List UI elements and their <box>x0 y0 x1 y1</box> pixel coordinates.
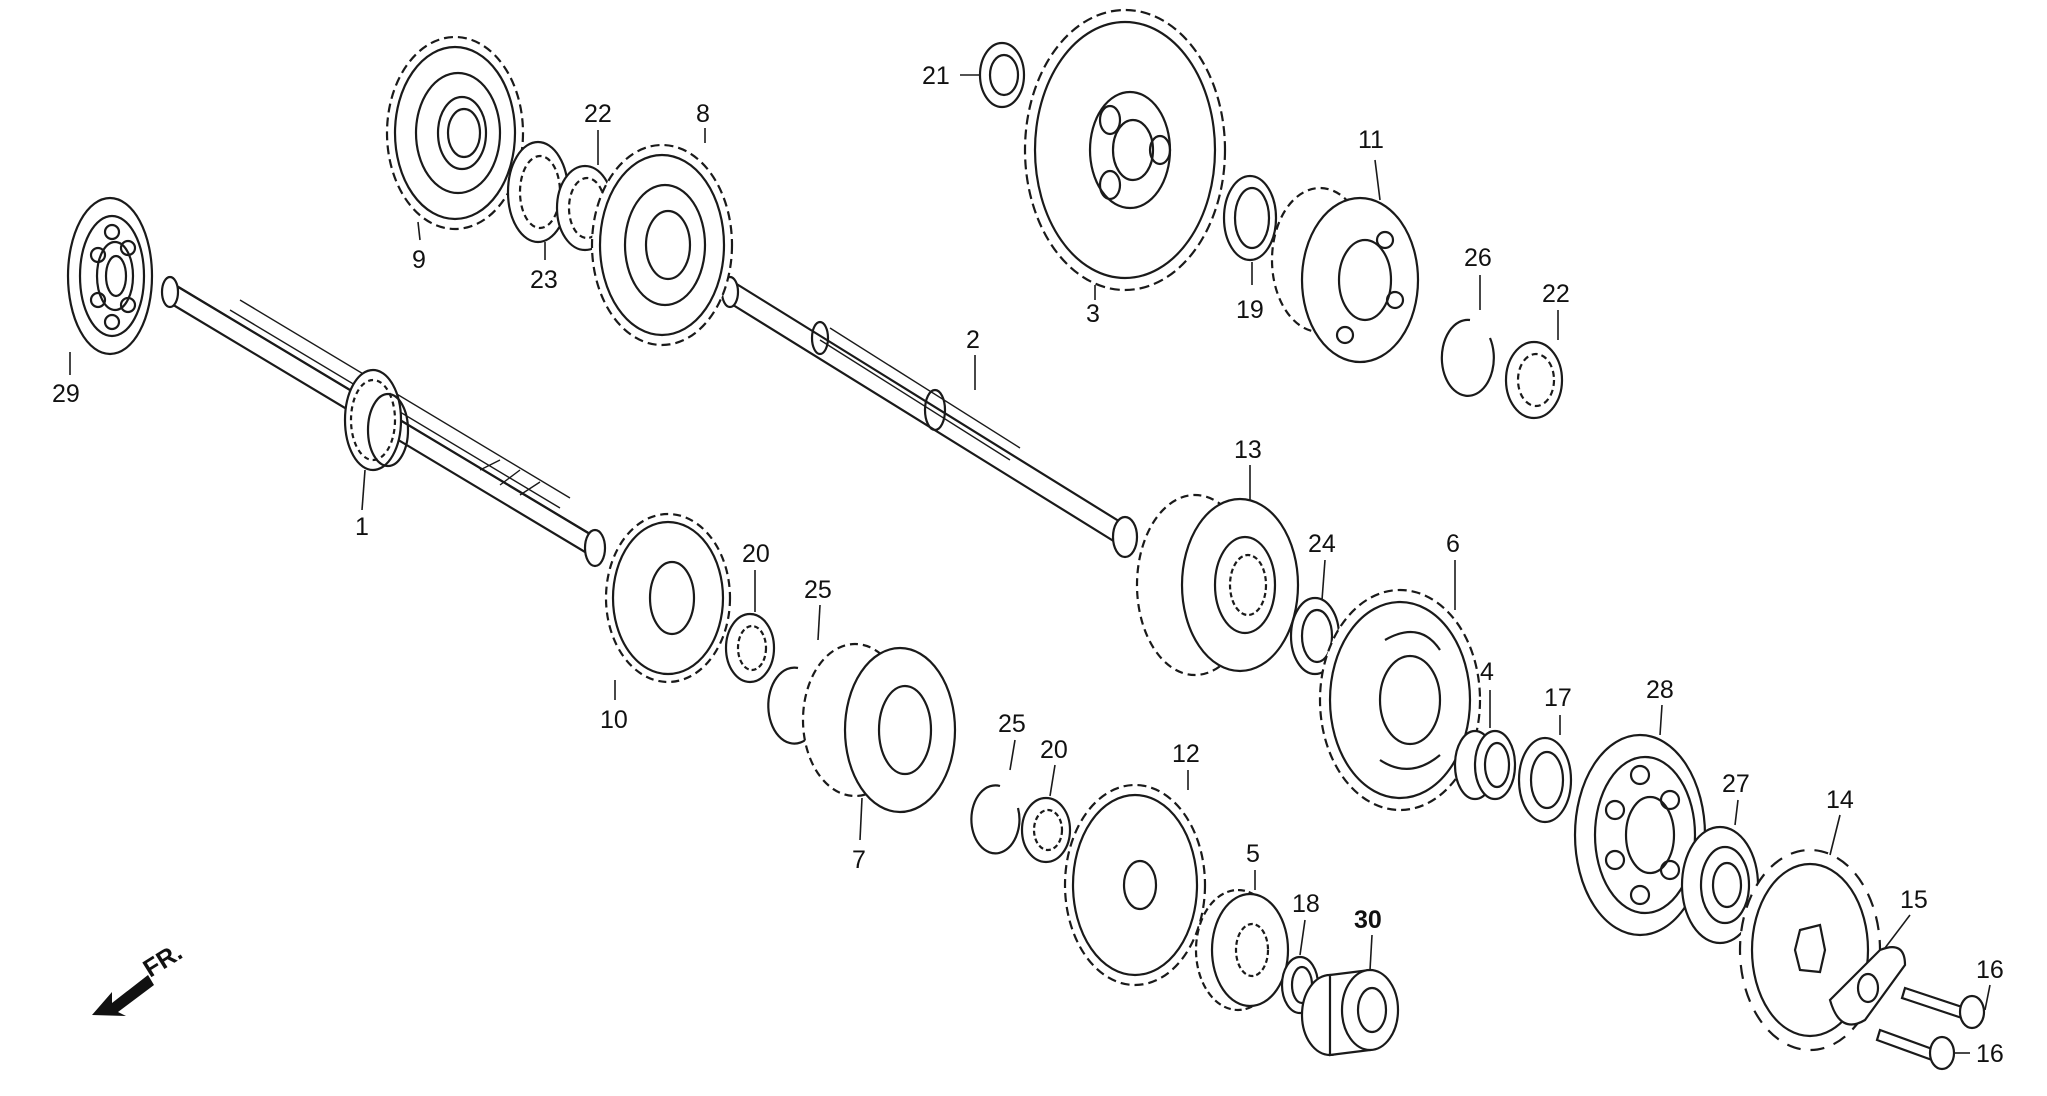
label-25-lower: 25 <box>998 710 1026 738</box>
label-20-upper: 20 <box>742 540 770 568</box>
label-17: 17 <box>1544 684 1572 712</box>
label-27: 27 <box>1722 770 1750 798</box>
circlip-26 <box>1440 318 1495 397</box>
label-4: 4 <box>1480 658 1494 686</box>
label-21: 21 <box>922 62 950 90</box>
washer-17 <box>1517 736 1573 824</box>
front-marker-text: FR. <box>138 938 187 983</box>
gear-6 <box>1318 588 1482 812</box>
label-28: 28 <box>1646 676 1674 704</box>
label-9: 9 <box>412 246 426 274</box>
part-number-labels: 1 2 3 4 5 6 7 8 9 10 11 12 13 14 15 16 1… <box>52 62 2004 1068</box>
gear-10 <box>604 512 732 684</box>
label-1: 1 <box>355 513 369 541</box>
label-26: 26 <box>1464 244 1492 272</box>
label-23: 23 <box>530 266 558 294</box>
label-25-upper: 25 <box>804 576 832 604</box>
label-7: 7 <box>852 846 866 874</box>
label-2: 2 <box>966 326 980 354</box>
needle-bearing-30 <box>1300 968 1400 1057</box>
label-30: 30 <box>1354 906 1382 934</box>
splined-washer-20-lower <box>1020 796 1072 864</box>
circlip-25-lower <box>970 784 1021 855</box>
label-18: 18 <box>1292 890 1320 918</box>
label-16-lower: 16 <box>1976 1040 2004 1068</box>
bushing-4 <box>1453 729 1517 801</box>
label-22-right: 22 <box>1542 280 1570 308</box>
gear-5 <box>1194 888 1290 1012</box>
fixing-plate-15 <box>1828 946 1907 1026</box>
washer-19 <box>1222 174 1278 262</box>
label-19: 19 <box>1236 296 1264 324</box>
gear-9 <box>385 35 525 231</box>
front-direction-arrow <box>92 975 154 1016</box>
main-shaft-gear-1 <box>343 368 410 472</box>
label-8: 8 <box>696 100 710 128</box>
gear-7 <box>801 642 957 814</box>
gear-12 <box>1063 783 1207 987</box>
label-6: 6 <box>1446 530 1460 558</box>
label-24: 24 <box>1308 530 1336 558</box>
gear-3 <box>1023 8 1227 292</box>
gear-11 <box>1270 186 1420 364</box>
label-15: 15 <box>1900 886 1928 914</box>
gear-13 <box>1135 493 1300 677</box>
label-14: 14 <box>1826 786 1854 814</box>
label-10: 10 <box>600 706 628 734</box>
label-13: 13 <box>1234 436 1262 464</box>
splined-washer-22-right <box>1504 340 1564 420</box>
countershaft <box>720 275 1139 559</box>
label-29: 29 <box>52 380 80 408</box>
label-3: 3 <box>1086 300 1100 328</box>
label-11: 11 <box>1358 126 1384 154</box>
bearing-28 <box>1573 733 1707 937</box>
bolt-16-upper <box>1900 986 1986 1030</box>
label-12: 12 <box>1172 740 1200 768</box>
label-20-lower: 20 <box>1040 736 1068 764</box>
washer-21 <box>978 41 1026 109</box>
label-5: 5 <box>1246 840 1260 868</box>
bolt-16-lower <box>1875 1028 1956 1071</box>
leader-lines <box>69 74 1991 1054</box>
label-16-upper: 16 <box>1976 956 2004 984</box>
bearing-29 <box>66 196 154 356</box>
gear-8 <box>590 143 734 347</box>
label-22-left: 22 <box>584 100 612 128</box>
splined-washer-20-upper <box>724 612 776 684</box>
